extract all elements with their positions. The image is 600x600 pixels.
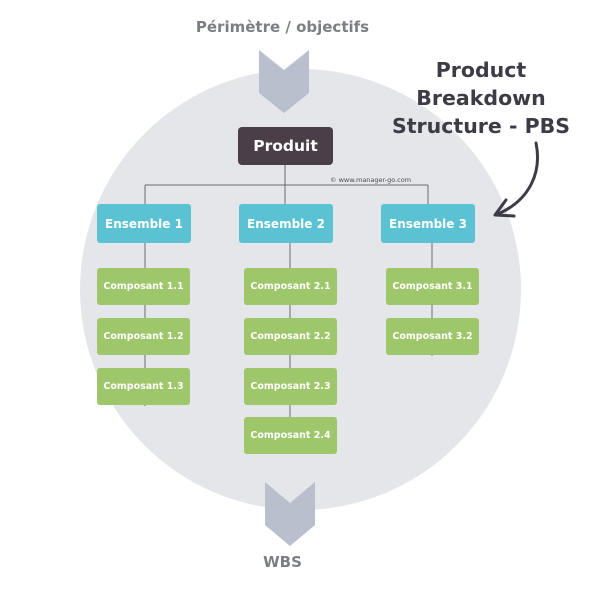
title-line-1: Product: [435, 58, 527, 82]
curved-arrow-icon: [496, 141, 539, 216]
chevron-down-icon: [265, 482, 315, 546]
input-label: Périmètre / objectifs: [195, 18, 370, 36]
group-node-2: Ensemble 2: [239, 204, 333, 243]
output-label: WBS: [263, 553, 302, 571]
group-node-1: Ensemble 1: [97, 204, 191, 243]
component-node: Composant 1.1: [97, 268, 190, 305]
title-line-3: Structure - PBS: [391, 114, 571, 138]
group-node-3: Ensemble 3: [381, 204, 475, 243]
component-node: Composant 2.1: [244, 268, 337, 305]
component-node: Composant 2.4: [244, 417, 337, 454]
copyright-text: © www.manager-go.com: [330, 176, 412, 184]
diagram-title: Product Breakdown Structure - PBS: [388, 56, 574, 140]
component-node: Composant 3.2: [386, 318, 479, 355]
component-node: Composant 1.2: [97, 318, 190, 355]
component-node: Composant 3.1: [386, 268, 479, 305]
root-node: Produit: [238, 127, 333, 165]
component-node: Composant 2.2: [244, 318, 337, 355]
curved-arrow-head: [493, 198, 516, 218]
chevron-down-icon: [259, 50, 309, 113]
component-node: Composant 2.3: [244, 368, 337, 405]
title-line-2: Breakdown: [416, 86, 546, 110]
component-node: Composant 1.3: [97, 368, 190, 405]
